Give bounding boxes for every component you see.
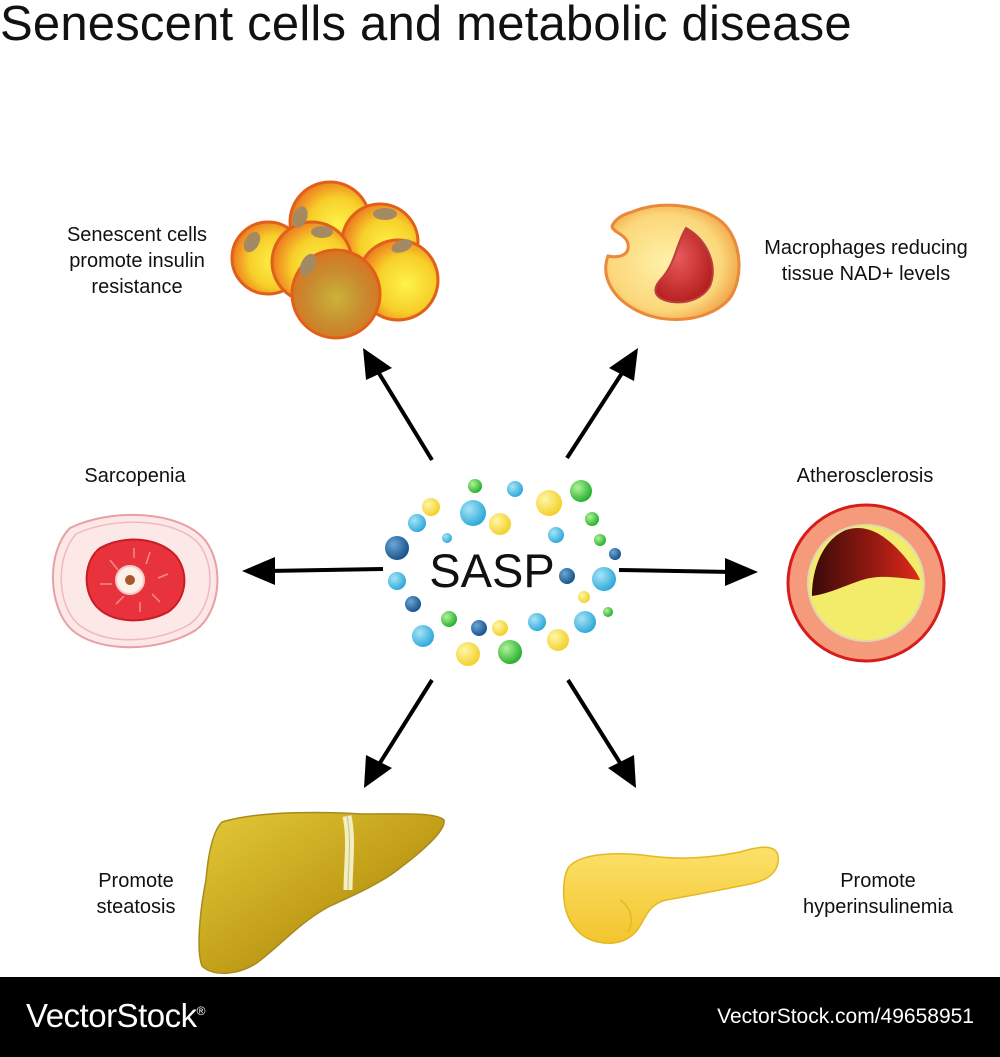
label-insulin-resistance: Senescent cells promote insulin resistan… [66,224,208,298]
pancreas-icon [562,846,779,944]
label-steatosis: Promote steatosis [96,870,176,918]
brand-logo[interactable]: VectorStock® [26,997,205,1034]
muscle-cross-section-icon [52,513,219,649]
arrow-to-hyperinsulinemia [566,678,636,788]
fat-cells-icon [230,180,440,340]
arrow-to-insulin-resistance [363,348,434,462]
label-macrophages: Macrophages reducing tissue NAD+ levels [764,237,968,285]
macrophage-icon [604,203,741,322]
arrows [242,348,758,788]
arrow-to-macrophages [565,348,638,460]
label-hyperinsulinemia: Promote hyperinsulinemia [802,870,954,918]
label-atherosclerosis: Atherosclerosis [796,465,934,487]
label-sarcopenia: Sarcopenia [84,465,186,487]
sasp-center-label: SASP [429,544,555,597]
page-title: Senescent cells and metabolic disease [0,0,852,51]
arrow-to-sarcopenia [242,557,384,585]
image-id-link[interactable]: VectorStock.com/49658951 [717,1005,974,1028]
footer-bar: VectorStock® VectorStock.com/49658951 [0,977,1000,1057]
sasp-particles [385,479,621,666]
diagram-canvas [52,180,946,974]
liver-icon [198,811,445,974]
arrow-to-steatosis [364,678,434,788]
artery-cross-section-icon [786,503,946,663]
arrow-to-atherosclerosis [618,558,758,586]
